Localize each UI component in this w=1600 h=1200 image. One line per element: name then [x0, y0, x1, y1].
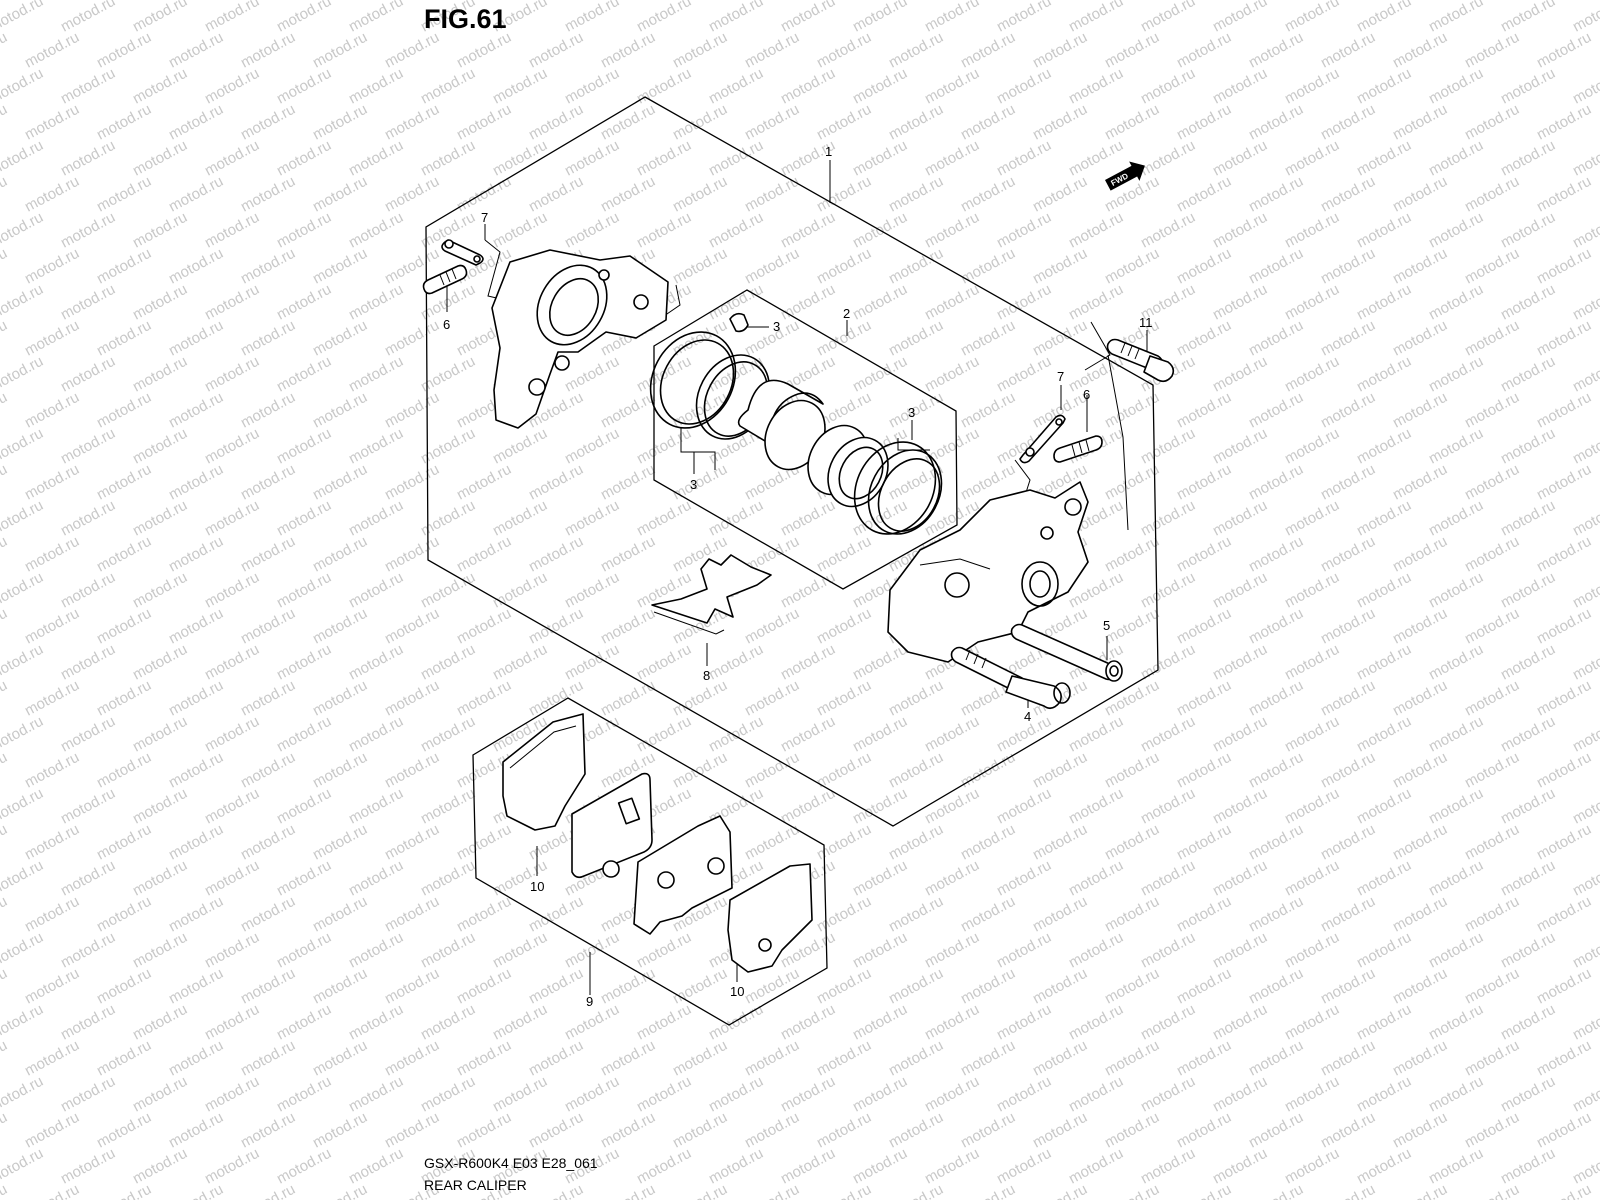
- figure-caption: REAR CALIPER: [424, 1177, 527, 1193]
- bleeder-cap-right: [1019, 414, 1066, 464]
- callout-1: 1: [825, 144, 832, 159]
- piston-kit-outline: [653, 289, 958, 590]
- callout-labels: 1 2 3 3 3 4 5 6 6 7 7 8 9 10 10 11: [443, 144, 1153, 1009]
- piston-seal-ring-right: [853, 441, 943, 535]
- model-code: GSX-R600K4 E03 E28_061: [424, 1155, 598, 1171]
- forward-direction-badge: FWD: [1105, 161, 1145, 191]
- callout-6-right: 6: [1083, 387, 1090, 402]
- callout-2: 2: [843, 306, 850, 321]
- callout-7-left: 7: [481, 210, 488, 225]
- caliper-mount-bolt: [1106, 338, 1175, 383]
- callout-9: 9: [586, 994, 593, 1009]
- bleeder-screw-right: [1053, 435, 1103, 463]
- brake-pad-right: [633, 815, 733, 935]
- pad-shim-left: [502, 713, 586, 831]
- figure-title: FIG.61: [424, 4, 507, 34]
- caliper-inner-half: [887, 481, 1089, 663]
- callout-3-bottom: 3: [690, 477, 697, 492]
- callout-11: 11: [1139, 315, 1153, 330]
- callout-10-right: 10: [730, 984, 744, 999]
- caliper-slide-pin-short: [950, 646, 1071, 710]
- brake-pad-set-outline: [472, 697, 828, 1026]
- pad-shim-right: [727, 863, 813, 973]
- callout-6-left: 6: [443, 317, 450, 332]
- caliper-outer-half: [491, 249, 669, 429]
- callout-3-right: 3: [908, 405, 915, 420]
- caliper-assembly-outline: [425, 96, 1159, 827]
- bleeder-cap-top: [441, 239, 484, 266]
- bleeder-screw-top: [422, 264, 468, 295]
- callout-7-right: 7: [1057, 369, 1064, 384]
- callout-10-left: 10: [530, 879, 544, 894]
- leader-lines: [446, 160, 1148, 995]
- callout-8: 8: [703, 668, 710, 683]
- dust-seal-small: [729, 312, 749, 333]
- piston-seal-ring-outer-left: [649, 331, 737, 429]
- brake-pad-left: [571, 772, 653, 879]
- caliper-slide-pin-long: [1010, 623, 1123, 682]
- callout-4: 4: [1024, 709, 1031, 724]
- callout-5: 5: [1103, 618, 1110, 633]
- callout-3-top: 3: [773, 319, 780, 334]
- pad-spring: [651, 554, 772, 635]
